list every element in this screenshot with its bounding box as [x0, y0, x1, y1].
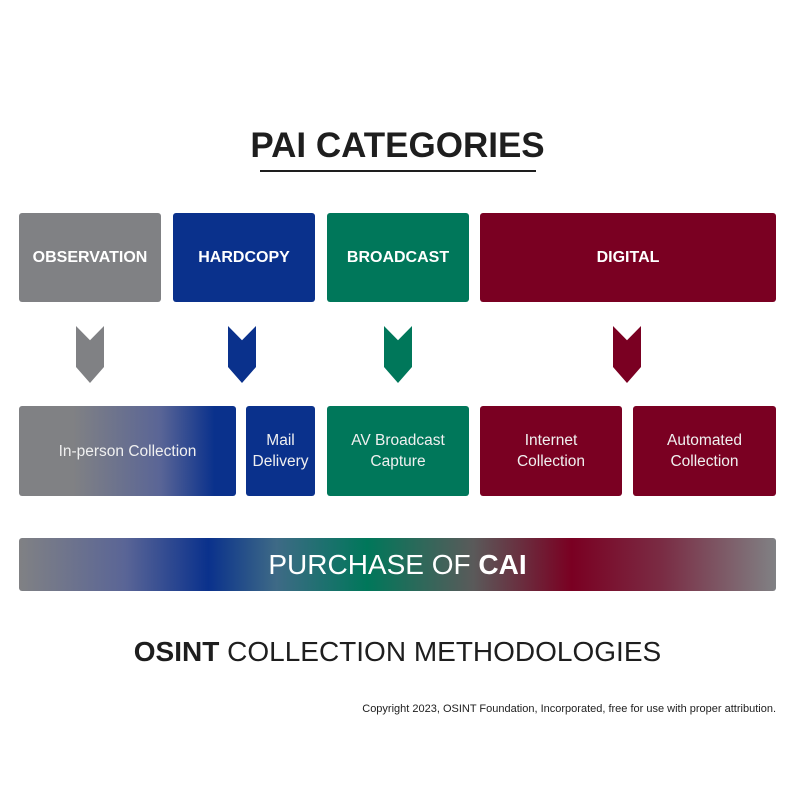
- method-label-line: Internet: [524, 432, 578, 449]
- method-label: In-person Collection: [58, 442, 197, 460]
- chevron-down-icon: [384, 326, 412, 383]
- chevron-down-icon: [613, 326, 641, 383]
- bar-prefix: PURCHASE OF: [268, 548, 479, 580]
- category-label: HARDCOPY: [198, 248, 290, 266]
- method-in-person-collection: In-person Collection: [19, 406, 236, 496]
- method-label-line: Automated: [667, 432, 742, 449]
- page-title: PAI CATEGORIES: [250, 126, 545, 165]
- footer-rest: COLLECTION METHODOLOGIES: [219, 636, 662, 667]
- category-label: BROADCAST: [346, 248, 450, 266]
- method-label-line: Collection: [516, 453, 586, 470]
- chevron-down-icon: [76, 326, 104, 383]
- category-label: OBSERVATION: [32, 248, 148, 266]
- bar-bold: CAI: [478, 548, 527, 580]
- copyright-notice: Copyright 2023, OSINT Foundation, Incorp…: [362, 703, 776, 715]
- footer-title: OSINT COLLECTION METHODOLOGIES: [0, 636, 795, 668]
- category-observation: OBSERVATION: [19, 213, 161, 302]
- method-label-line: Delivery: [252, 453, 309, 470]
- method-label-line: Mail: [266, 432, 295, 449]
- title-underline: [260, 170, 536, 172]
- method-label-line: Collection: [670, 453, 739, 470]
- category-digital: DIGITAL: [480, 213, 776, 302]
- category-broadcast: BROADCAST: [327, 213, 469, 302]
- category-hardcopy: HARDCOPY: [173, 213, 315, 302]
- method-label-line: Capture: [370, 453, 426, 470]
- method-label-line: AV Broadcast: [351, 432, 445, 449]
- footer-bold: OSINT: [133, 636, 220, 667]
- chevron-down-icon: [228, 326, 256, 383]
- purchase-of-cai-bar: PURCHASE OF CAI: [19, 538, 776, 591]
- category-label: DIGITAL: [596, 248, 660, 266]
